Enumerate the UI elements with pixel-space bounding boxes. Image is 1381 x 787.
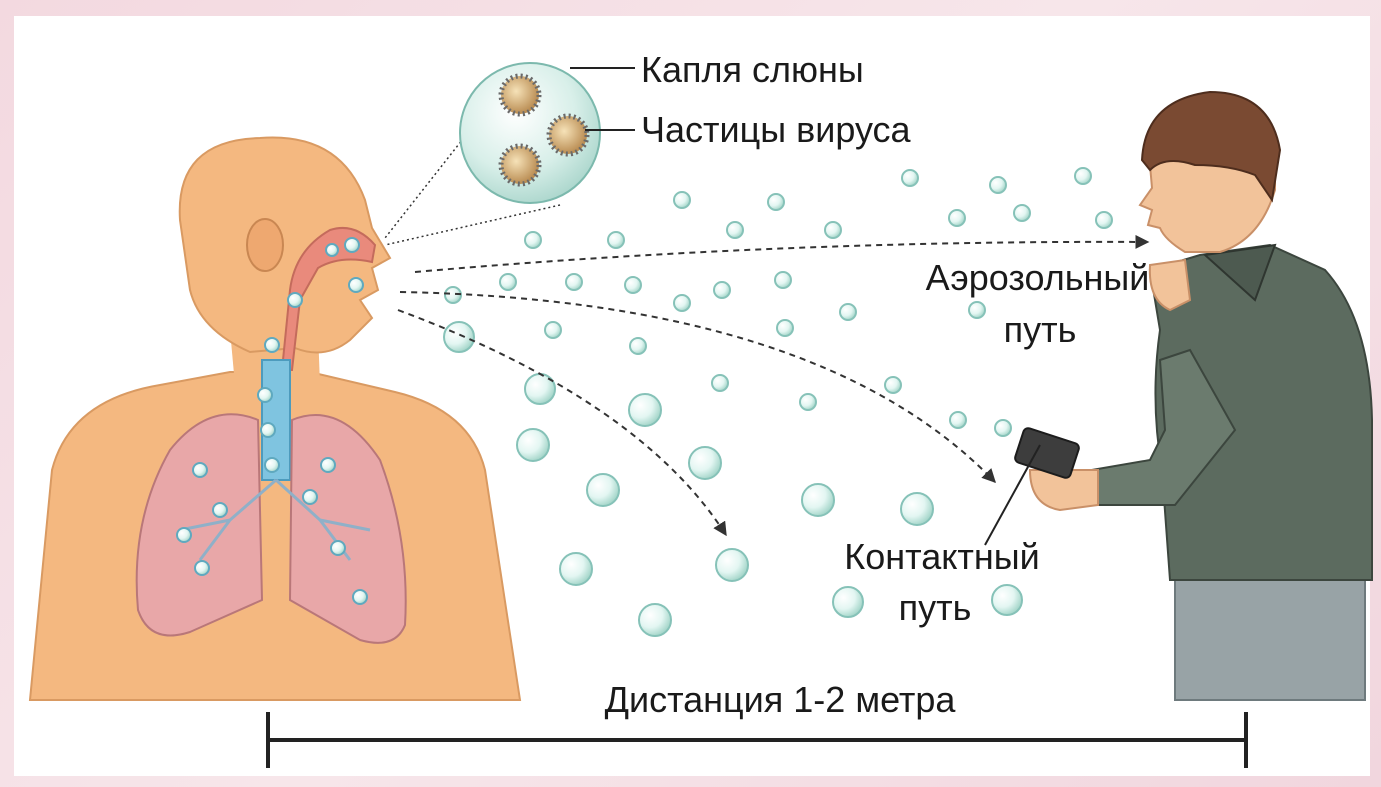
virus-particle-1 [501, 76, 539, 114]
virus-particle-2 [549, 116, 587, 154]
virus-particle-3 [501, 146, 539, 184]
aerosol-route-label-1: Аэрозольный [905, 258, 1170, 298]
contact-route-label-1: Контактный [822, 537, 1062, 577]
distance-label: Дистанция 1-2 метра [540, 680, 1020, 720]
contact-route-label-2: путь [870, 588, 1000, 628]
droplet-label: Капля слюны [641, 50, 864, 90]
ear [247, 219, 283, 271]
aerosol-route-label-2: путь [960, 310, 1120, 350]
virus-particles-label: Частицы вируса [641, 110, 911, 150]
